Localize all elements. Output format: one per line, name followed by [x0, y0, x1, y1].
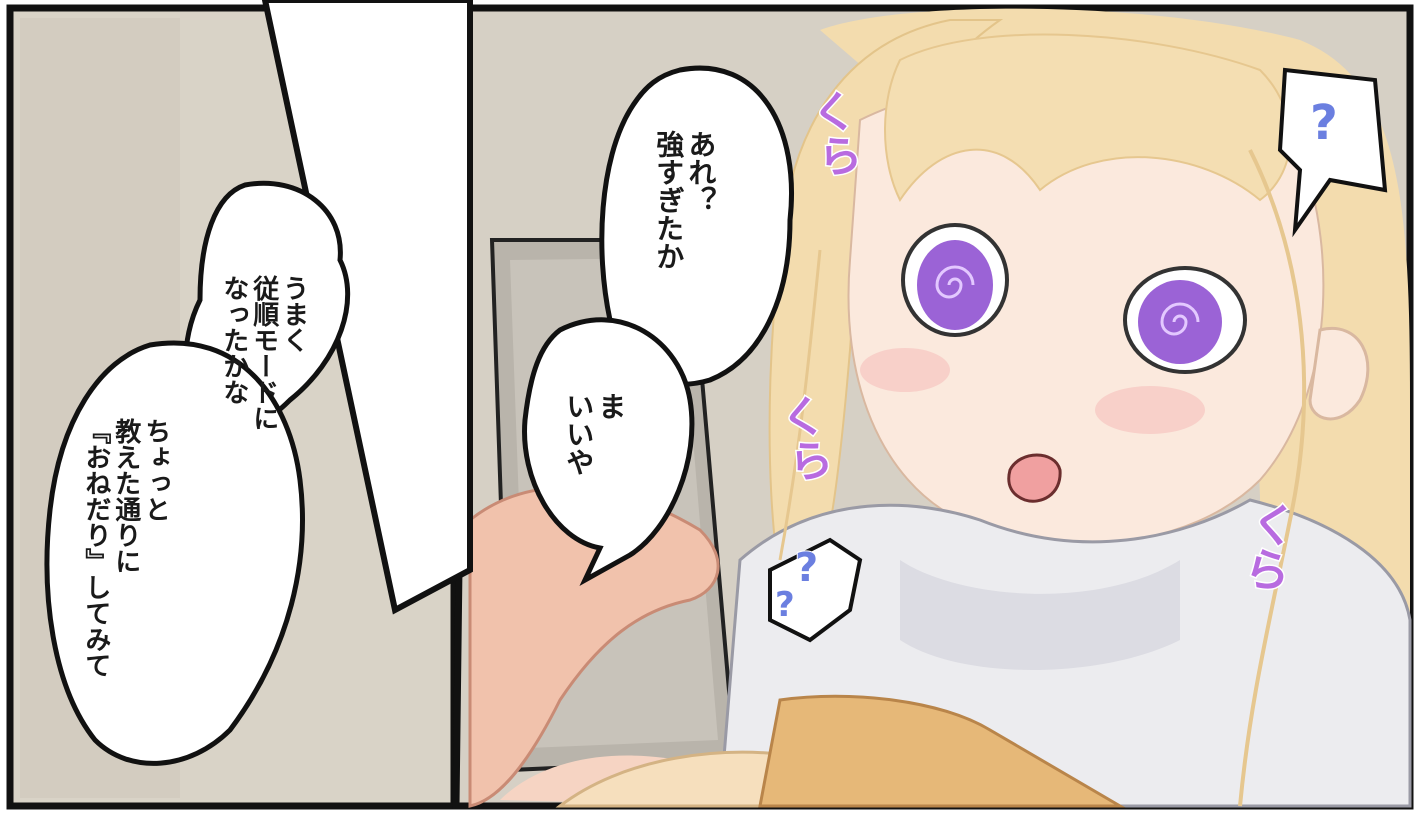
bubble-left-1-text: うまく 従順モードに なったかな [218, 275, 309, 431]
panel-divider [261, 0, 473, 615]
question-mark-3: ? [774, 584, 796, 626]
right-eye [1123, 266, 1247, 374]
bubble-left-2-shape [44, 340, 305, 766]
sfx-kura-1: くら [800, 85, 866, 182]
left-eye [901, 223, 1009, 337]
question-mark-1: ? [1309, 94, 1339, 152]
bubble-right-1-text: あれ？ 強すぎたか [652, 130, 718, 270]
question-spike-1 [1277, 67, 1388, 238]
bubble-right-2-text: ま いいや [562, 392, 628, 476]
bubble-right-2-shape [522, 317, 695, 586]
mouth-shape [1007, 453, 1062, 503]
bubble-left-2-text: ちょっと 教えた通りに 『おねだり』してみて [80, 418, 171, 678]
question-spike-2 [768, 537, 863, 643]
sfx-kura-3: くら [1233, 495, 1302, 597]
question-mark-2: ? [794, 544, 819, 592]
